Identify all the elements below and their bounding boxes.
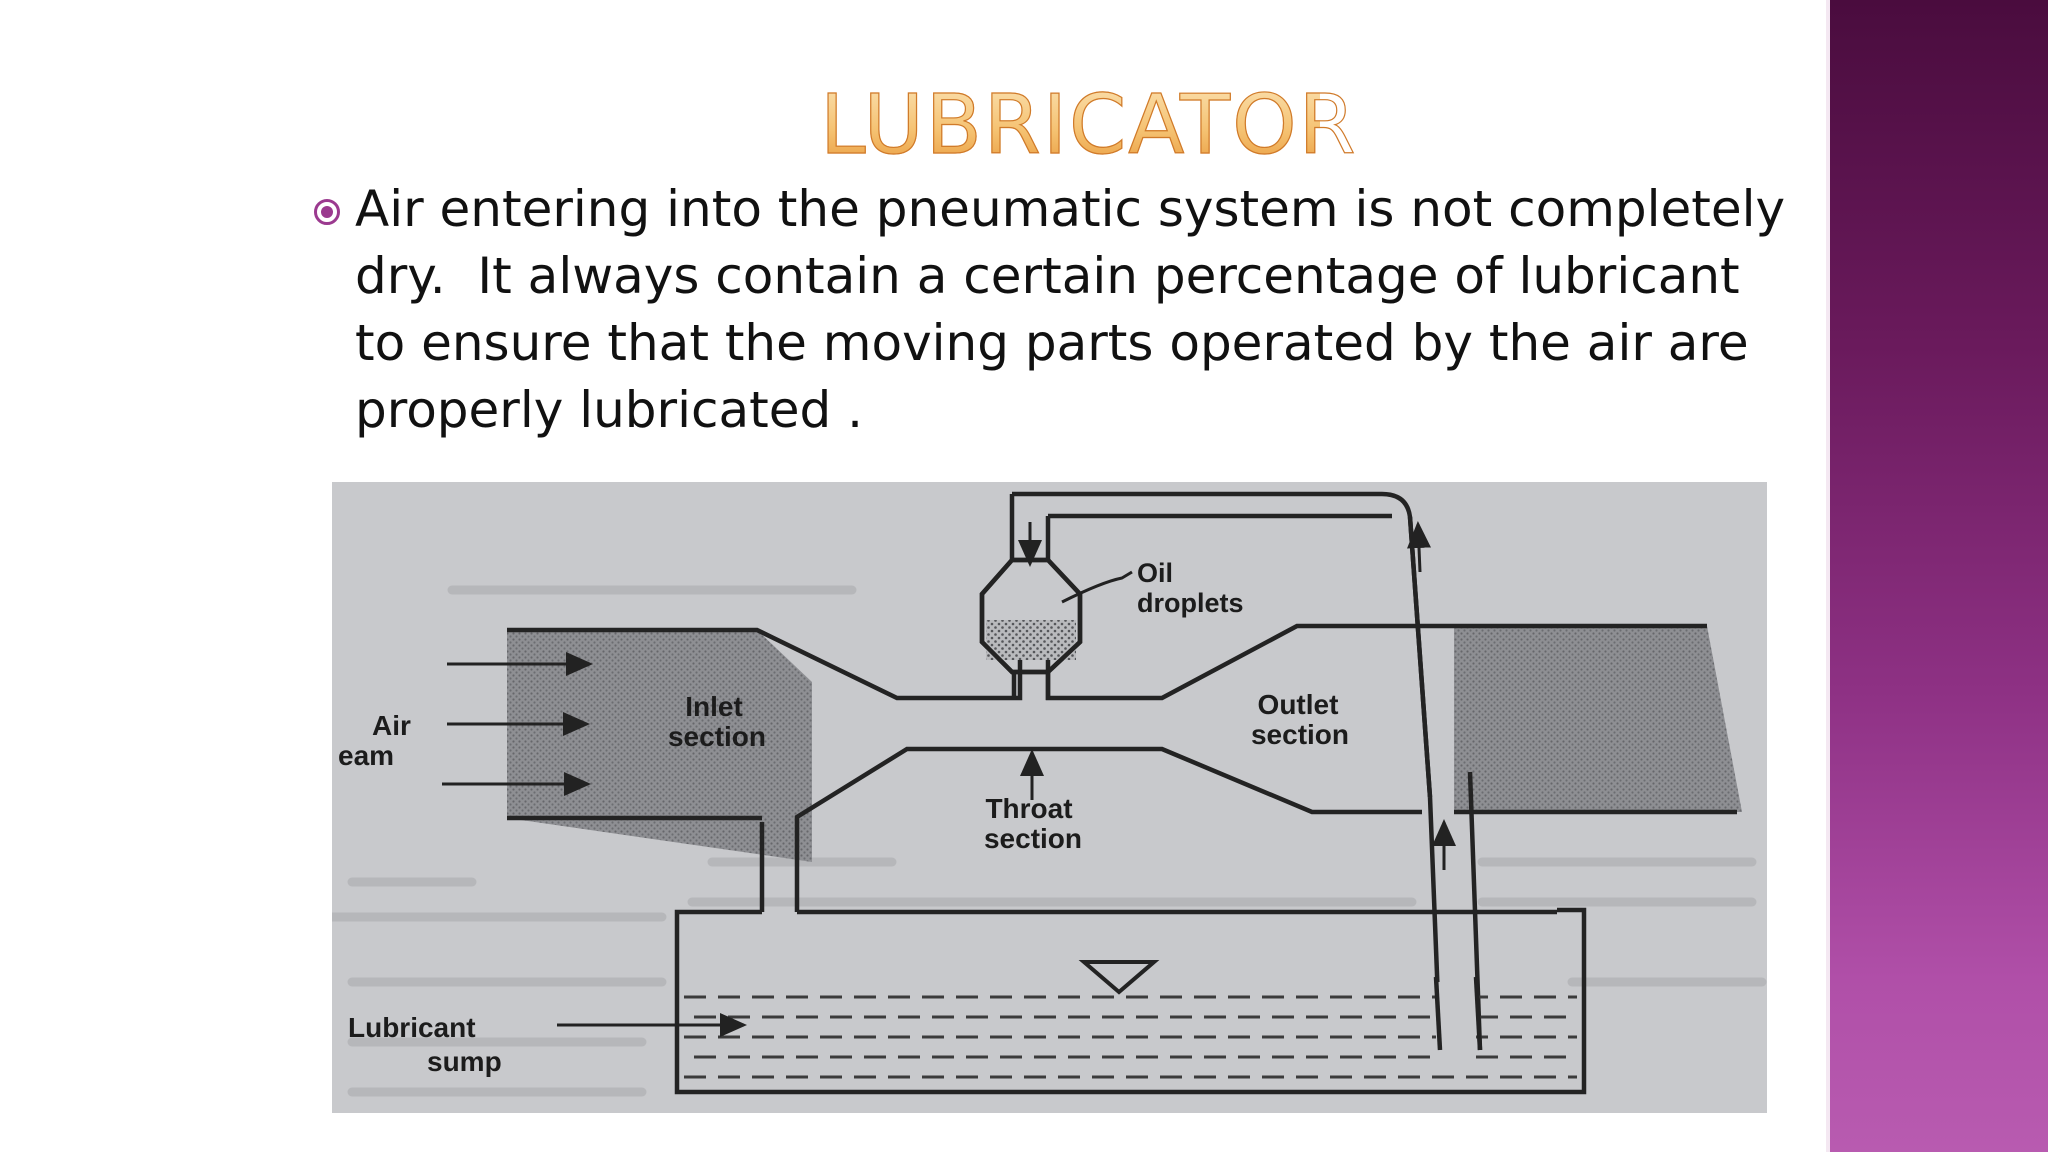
label-droplets: droplets (1137, 588, 1244, 618)
label-throat: Throat (985, 793, 1072, 824)
label-outlet-section: section (1251, 719, 1349, 750)
slide-title: LUBRICATOR (819, 77, 1358, 173)
label-oil: Oil (1137, 558, 1173, 588)
label-air: Air (372, 710, 411, 741)
label-lubricant: Lubricant (348, 1012, 476, 1043)
background-faint-text (332, 585, 1767, 1097)
label-stream: eam (338, 740, 394, 771)
label-outlet: Outlet (1258, 689, 1339, 720)
lubricator-diagram-photo: Oil droplets Inlet section Outlet sectio… (332, 482, 1767, 1113)
label-inlet-section: section (668, 721, 766, 752)
label-sump: sump (427, 1046, 502, 1077)
bullet-icon (314, 199, 340, 225)
bullet-text: Air entering into the pneumatic system i… (355, 180, 1802, 439)
label-inlet: Inlet (685, 691, 743, 722)
label-throat-section: section (984, 823, 1082, 854)
decorative-side-band (1826, 0, 2048, 1152)
